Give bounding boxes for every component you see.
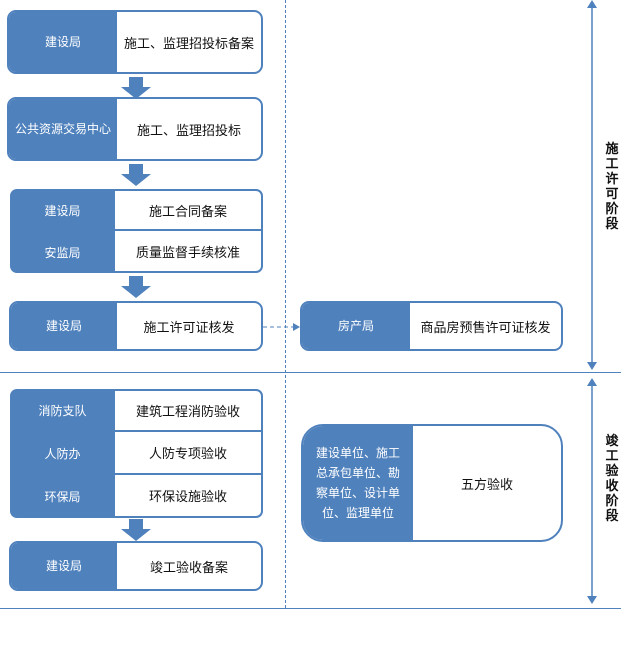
column-divider <box>285 0 286 608</box>
dept-label: 环保局 <box>10 475 115 518</box>
task-label: 环保设施验收 <box>115 475 263 518</box>
task-label: 施工许可证核发 <box>143 320 235 336</box>
permit-step-4: 安监局 质量监督手续核准 <box>10 231 263 273</box>
permit-step-2: 公共资源交易中心 施工、监理招投标 <box>7 97 263 161</box>
dept-label: 安监局 <box>10 231 115 273</box>
task-label: 施工合同备案 <box>115 189 263 231</box>
acceptance-step-2: 人防办 人防专项验收 <box>10 432 263 475</box>
acceptance-step-4: 建设局 竣工验收备案 <box>9 541 263 591</box>
dept-label: 建设局 <box>11 303 117 349</box>
dept-label: 公共资源交易中心 <box>9 99 117 159</box>
task-label: 施工、监理招投标备案 <box>123 36 254 52</box>
task-label: 施工、监理招投标 <box>136 123 241 139</box>
task-label: 质量监督手续核准 <box>115 231 263 273</box>
section-divider-top <box>0 372 621 373</box>
task-label: 竣工验收备案 <box>149 560 228 576</box>
stage-range-arrow-icon <box>587 0 597 370</box>
dept-label: 房产局 <box>302 303 410 349</box>
task-label: 人防专项验收 <box>115 432 263 475</box>
permit-step-1: 建设局 施工、监理招投标备案 <box>7 10 263 74</box>
acceptance-side-step: 建设单位、施工总承包单位、勘察单位、设计单位、监理单位 五方验收 <box>301 424 563 542</box>
down-arrow-icon <box>121 164 151 186</box>
dept-label: 建设局 <box>9 12 117 72</box>
section-divider-bottom <box>0 608 621 609</box>
dept-label: 消防支队 <box>10 389 115 432</box>
dept-label: 建设单位、施工总承包单位、勘察单位、设计单位、监理单位 <box>303 426 413 540</box>
down-arrow-icon <box>121 77 151 99</box>
task-label: 五方验收 <box>460 477 513 493</box>
permit-step-5: 建设局 施工许可证核发 <box>9 301 263 351</box>
stage-range-arrow-icon <box>587 378 597 604</box>
acceptance-step-3: 环保局 环保设施验收 <box>10 475 263 518</box>
dashed-arrow-icon <box>263 323 300 331</box>
stage-label-permit: 施工许可阶段 <box>605 142 619 232</box>
permit-side-step: 房产局 商品房预售许可证核发 <box>300 301 563 351</box>
dept-label: 建设局 <box>11 543 117 589</box>
task-label: 建筑工程消防验收 <box>115 389 263 432</box>
down-arrow-icon <box>121 276 151 298</box>
task-label: 商品房预售许可证核发 <box>420 320 551 336</box>
dept-label: 建设局 <box>10 189 115 231</box>
down-arrow-icon <box>121 519 151 541</box>
acceptance-step-1: 消防支队 建筑工程消防验收 <box>10 389 263 432</box>
stage-label-acceptance: 竣工验收阶段 <box>605 434 619 524</box>
permit-step-3: 建设局 施工合同备案 <box>10 189 263 231</box>
dept-label: 人防办 <box>10 432 115 475</box>
